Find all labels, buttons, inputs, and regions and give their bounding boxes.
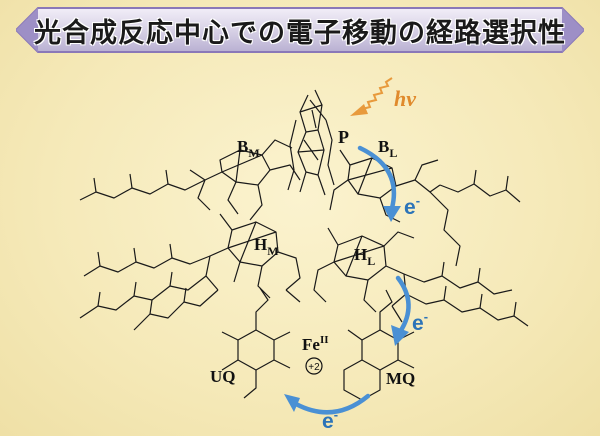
label-fe: FeII (302, 334, 329, 354)
label-bm-main: B (237, 137, 248, 156)
electron-label-1-sup: - (416, 193, 420, 208)
label-mq: MQ (386, 369, 415, 388)
arrowhead-3 (284, 394, 300, 412)
banner-right-tip (562, 8, 584, 52)
electron-label-1-e: e (404, 196, 416, 219)
fe-charge-circle (305, 357, 323, 375)
pheophytin-hl (313, 227, 415, 313)
accessory-bl (329, 149, 441, 223)
fe-charge-label: +2 (308, 362, 320, 373)
arrowhead-2 (391, 325, 409, 346)
label-bl-sub: L (389, 146, 397, 160)
label-bl: BL (378, 137, 397, 160)
electron-label-3-e: e (322, 410, 334, 433)
special-pair-p (287, 89, 335, 196)
banner-left-tip (16, 8, 38, 52)
electron-arrow-2 (395, 275, 411, 335)
pheophytin-hm (205, 213, 301, 303)
label-bm-sub: M (248, 146, 259, 160)
electron-label-2: e- (412, 309, 428, 335)
ubiquinone-structure (221, 287, 291, 399)
electron-label-3-sup: - (334, 407, 338, 422)
label-hm: HM (254, 235, 279, 258)
title-banner (16, 7, 584, 53)
label-hl: HL (354, 245, 375, 268)
arrowheads (284, 206, 409, 412)
electron-arrow-3 (293, 393, 371, 415)
photon-arrow (350, 77, 393, 116)
label-hl-sub: L (367, 254, 375, 268)
molecular-structure (79, 89, 529, 401)
label-fe-sup: II (320, 334, 329, 346)
electron-arrow-1 (357, 145, 397, 211)
label-hl-main: H (354, 245, 367, 264)
label-bl-main: B (378, 137, 389, 156)
label-uq: UQ (210, 367, 236, 386)
phytyl-chains (79, 169, 529, 331)
page-title: 光合成反応中心での電子移動の経路選択性 (34, 17, 566, 49)
label-hm-main: H (254, 235, 267, 254)
electron-arrows (293, 145, 411, 415)
electron-label-3: e- (322, 407, 338, 433)
label-fe-main: Fe (302, 335, 320, 354)
label-bm: BM (237, 137, 260, 160)
electron-label-2-e: e (412, 312, 424, 335)
photon-label: hν (394, 86, 416, 111)
electron-label-2-sup: - (424, 309, 428, 324)
label-hm-sub: M (267, 244, 278, 258)
accessory-bm (189, 139, 301, 221)
label-p: P (338, 127, 349, 147)
electron-label-1: e- (404, 193, 420, 219)
arrowhead-1 (383, 206, 401, 222)
